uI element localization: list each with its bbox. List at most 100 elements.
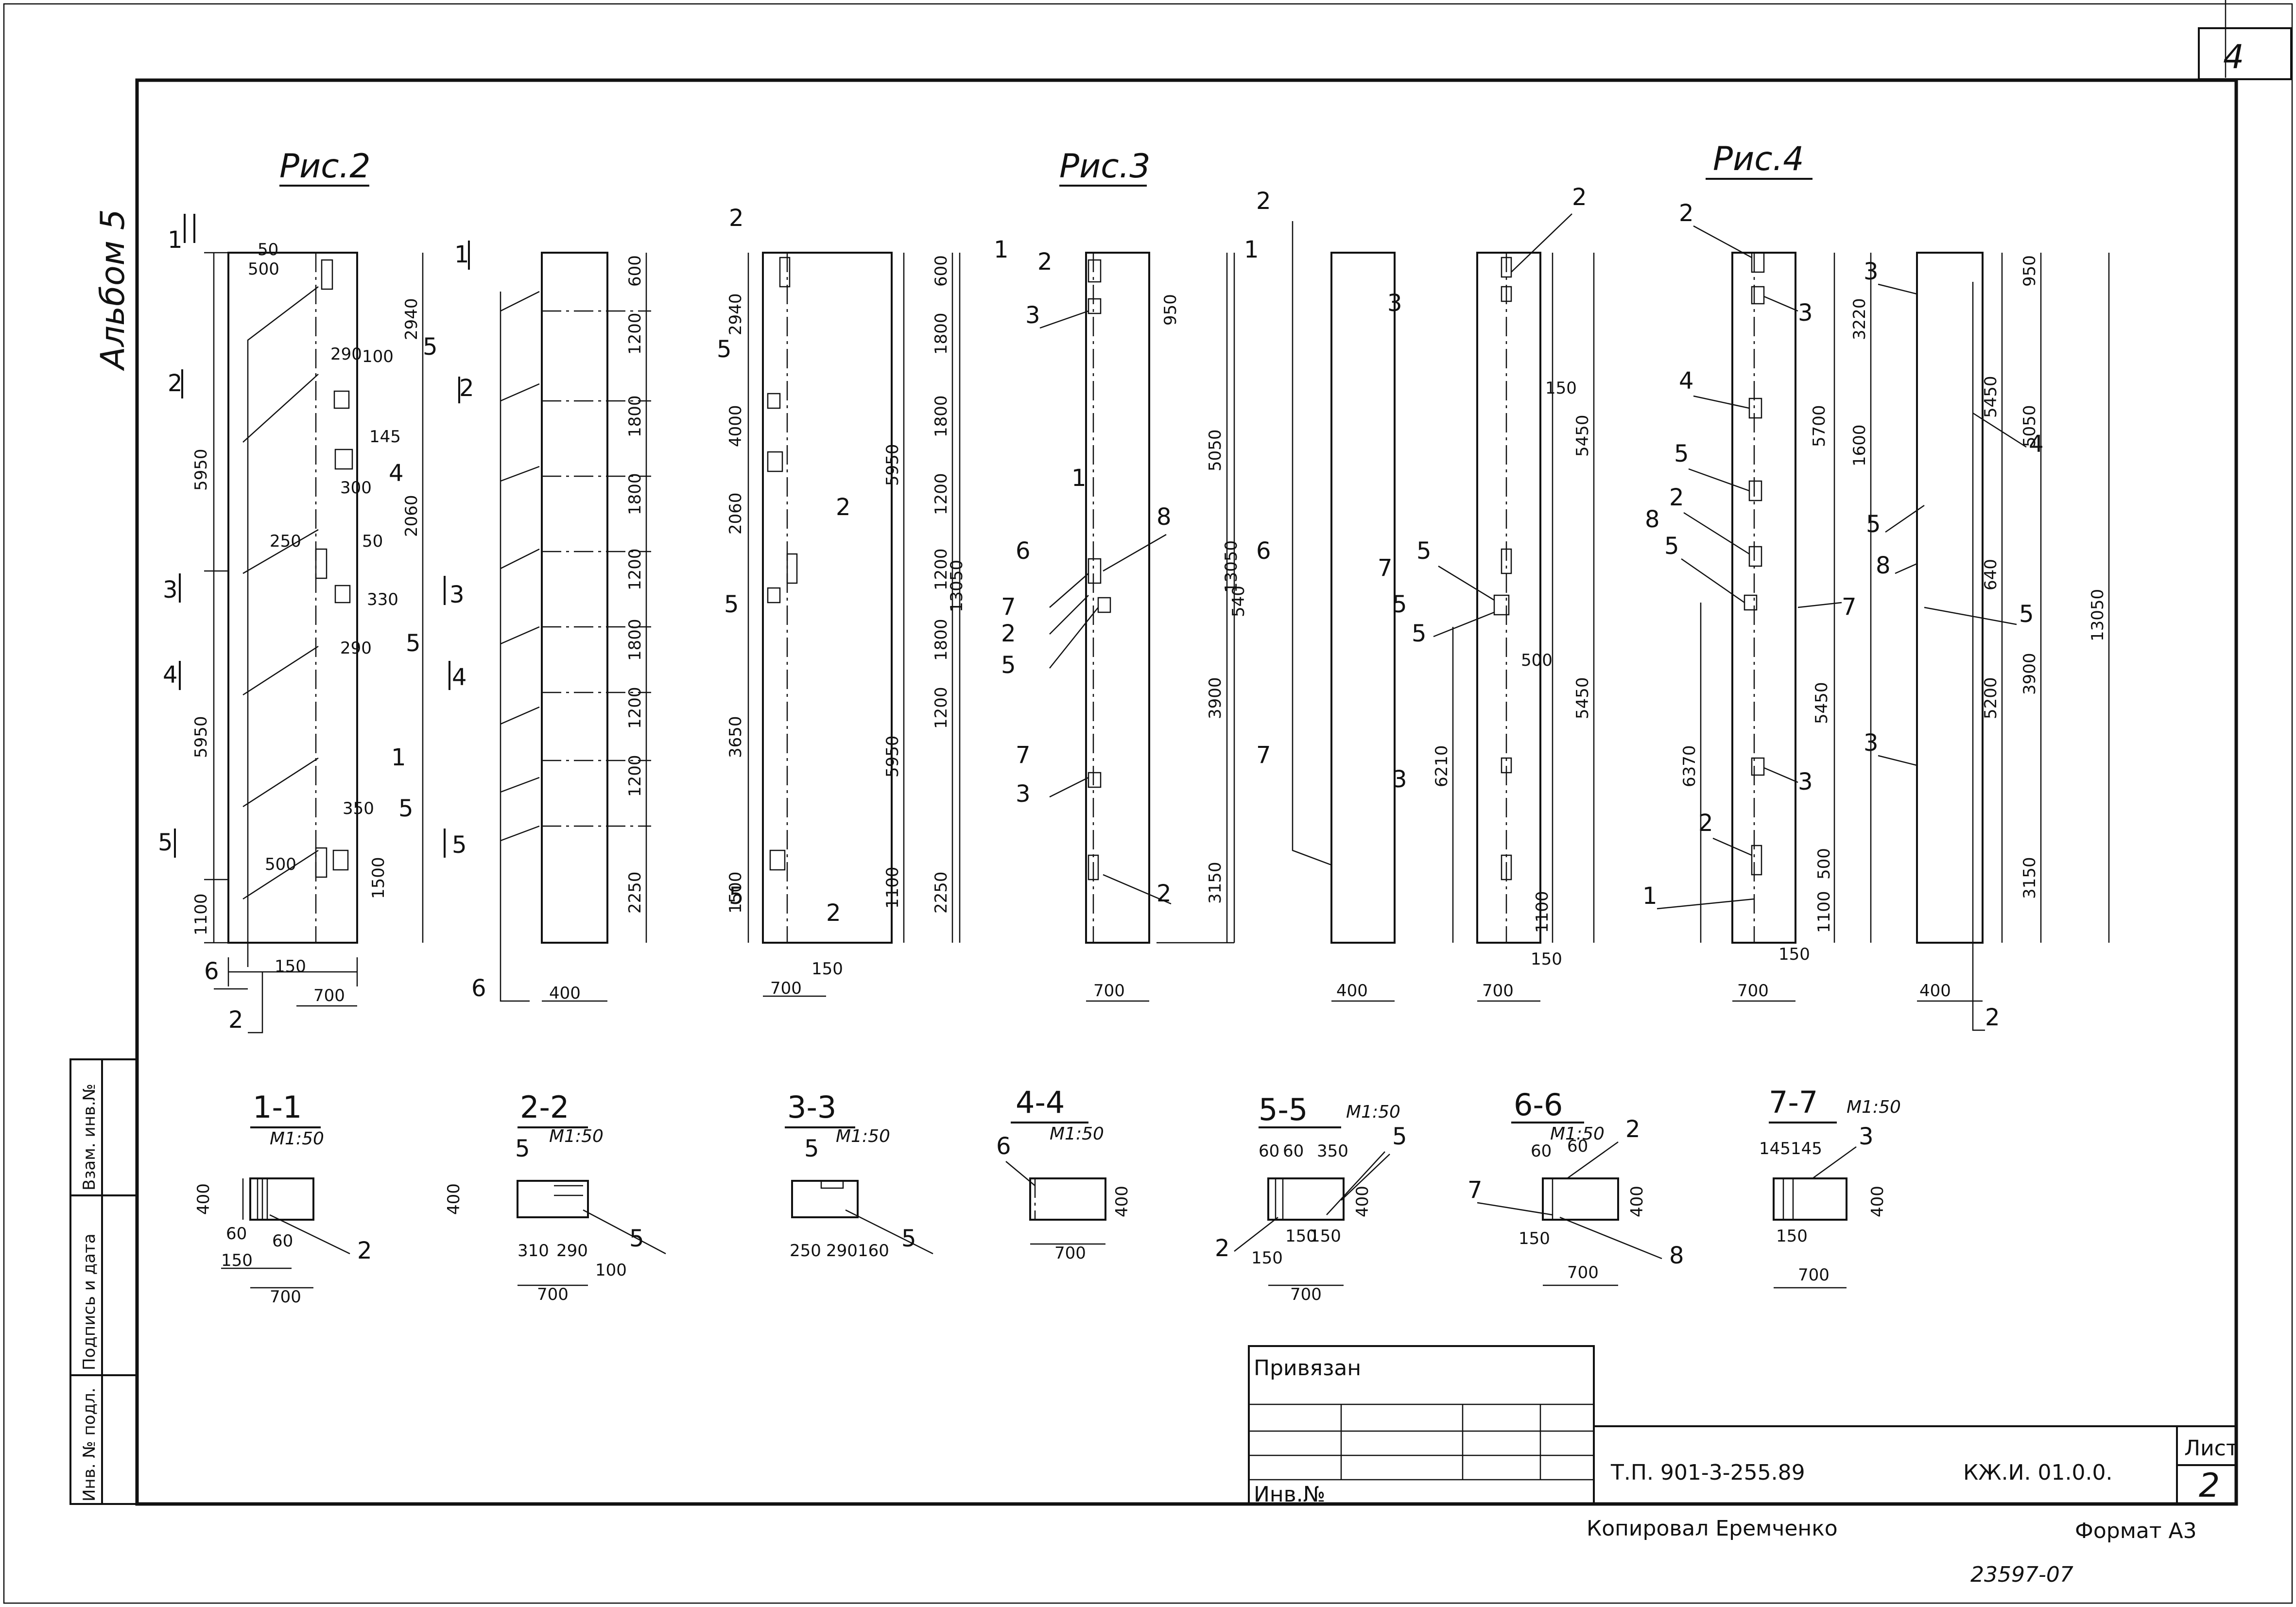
section-4-4-700: 700 bbox=[1054, 1244, 1086, 1263]
fig2-callout-4: 4 bbox=[389, 460, 404, 487]
fig4-elev2-callout-4: 4 bbox=[2029, 431, 2044, 458]
fig2-elev3-seg-1800c: 1800 bbox=[932, 619, 951, 661]
fig3-elev2-callout-3b: 3 bbox=[1392, 766, 1407, 793]
section-3-3-160: 160 bbox=[858, 1241, 889, 1261]
fig3-callout-7: 7 bbox=[1001, 593, 1016, 621]
fig4-callout-3a: 3 bbox=[1798, 299, 1813, 327]
fig2-cut-3-right: 3 bbox=[449, 581, 465, 608]
section-1-1-title: 1-1 bbox=[253, 1089, 302, 1125]
section-2-2-outline bbox=[517, 1180, 589, 1218]
section-1-1-outline bbox=[249, 1177, 314, 1221]
fig4-elev2-13050: 13050 bbox=[2088, 589, 2107, 641]
fig2-elev3-callout-2a: 2 bbox=[729, 205, 744, 232]
fig3-elev2-callout-2: 2 bbox=[1256, 188, 1271, 215]
fig2-callout-6: 6 bbox=[204, 958, 219, 985]
fig4-elev2-callout-5a: 5 bbox=[1866, 511, 1881, 538]
fig4-dim-5700: 5700 bbox=[1810, 405, 1829, 447]
section-3-3-outline bbox=[791, 1180, 859, 1218]
section-1-1-60b: 60 bbox=[272, 1231, 293, 1251]
fig2-elev3-2060: 2060 bbox=[726, 492, 745, 535]
album-label: Альбом 5 bbox=[94, 209, 132, 371]
section-3-3-callout-a: 5 bbox=[804, 1135, 819, 1162]
fig2-elev3-seg-1200c: 1200 bbox=[932, 687, 951, 729]
side-stamp-signature: Подпись и дата bbox=[80, 1233, 99, 1370]
section-1-1-scale: М1:50 bbox=[270, 1129, 324, 1149]
fig3-dim-3900: 3900 bbox=[1206, 677, 1225, 719]
fig2-elev2-callout-6: 6 bbox=[471, 975, 486, 1002]
fig3-elev3-6210: 6210 bbox=[1432, 745, 1451, 787]
fig3-callout-2b: 2 bbox=[1001, 620, 1016, 647]
fig2-dim-5950-top: 5950 bbox=[191, 449, 211, 491]
fig4-elev2-640: 640 bbox=[1981, 559, 2001, 590]
fig3-elev3-1100: 1100 bbox=[1533, 891, 1552, 933]
sheet-label: Лист bbox=[2184, 1436, 2239, 1461]
fig2-elev3-seg-2250: 2250 bbox=[932, 871, 951, 914]
section-2-2: 2-2 М1:50 5 400 310 290 100 700 5 bbox=[444, 1089, 666, 1304]
fig2-seg-1200b: 1200 bbox=[625, 548, 645, 590]
section-3-3: 3-3 М1:50 5 250 290 160 5 bbox=[785, 1089, 933, 1261]
corner-number-box bbox=[2198, 27, 2292, 80]
fig2-callout-5c: 5 bbox=[398, 795, 414, 822]
fig2-detail-500b: 500 bbox=[265, 855, 296, 874]
fig2-callout-5b: 5 bbox=[406, 630, 421, 657]
fig4-dim-1100: 1100 bbox=[1814, 891, 1834, 933]
section-7-7-145a: 145 bbox=[1759, 1139, 1791, 1158]
section-7-7-145b: 145 bbox=[1791, 1139, 1822, 1158]
inv-label: Инв.№ bbox=[1254, 1482, 1325, 1507]
fig3-dim-540: 540 bbox=[1229, 586, 1248, 617]
fig2-elev3-1100: 1100 bbox=[883, 866, 902, 909]
section-2-2-290: 290 bbox=[556, 1241, 588, 1261]
section-5-5-callout-2: 2 bbox=[1215, 1235, 1230, 1262]
fig3-elev3-width-150: 150 bbox=[1531, 950, 1562, 969]
section-1-1: 1-1 М1:50 400 60 60 150 700 2 bbox=[194, 1089, 372, 1307]
figure-2-title: Рис.2 bbox=[279, 147, 370, 186]
section-2-2-callout-a: 5 bbox=[515, 1135, 530, 1162]
fig4-dim-6370: 6370 bbox=[1680, 745, 1699, 787]
section-6-6: 6-6 М1:50 2 60 60 7 400 150 8 700 bbox=[1467, 1087, 1684, 1286]
fig2-callout-5a: 5 bbox=[423, 333, 438, 361]
fig2-cut-4-right: 4 bbox=[452, 664, 467, 691]
fig2-elev3-1500: 1500 bbox=[726, 871, 745, 914]
fig2-elev3-width-700: 700 bbox=[770, 979, 802, 998]
side-stamp-inv-podl: Инв. № подл. bbox=[80, 1387, 99, 1502]
fig2-elev3-5950a: 5950 bbox=[883, 444, 902, 486]
fig3-callout-3b: 3 bbox=[1016, 780, 1031, 808]
section-5-5-150c: 150 bbox=[1251, 1248, 1283, 1268]
fig4-elev2-5050: 5050 bbox=[2020, 405, 2039, 447]
fig4-callout-2b: 2 bbox=[1669, 484, 1684, 511]
section-6-6-150: 150 bbox=[1519, 1229, 1550, 1248]
fig2-elev3-callout-2b: 2 bbox=[836, 494, 851, 521]
section-5-5-700: 700 bbox=[1290, 1285, 1322, 1304]
fig4-callout-2c: 2 bbox=[1698, 810, 1713, 837]
fig2-cut-2-left: 2 bbox=[168, 370, 183, 397]
fig3-elev3-5450b: 5450 bbox=[1573, 677, 1592, 719]
fig2-dim-5950-bottom: 5950 bbox=[191, 716, 211, 758]
section-5-5-scale: М1:50 bbox=[1346, 1102, 1400, 1122]
fig3-elev3-callout-5a: 5 bbox=[1416, 537, 1432, 565]
fig2-cut-4-left: 4 bbox=[163, 661, 178, 689]
fig4-callout-7: 7 bbox=[1842, 593, 1857, 621]
section-7-7: 7-7 М1:50 145 145 3 400 150 700 bbox=[1759, 1085, 1901, 1289]
fig2-cut-3-left: 3 bbox=[163, 576, 178, 604]
fig3-elev2-callout-3a: 3 bbox=[1387, 290, 1402, 317]
fig4-dim-1600: 1600 bbox=[1850, 424, 1869, 467]
fig4-elev2-950: 950 bbox=[2020, 255, 2039, 287]
fig4-elev2-5200: 5200 bbox=[1981, 677, 2001, 719]
fig2-elev3-13050: 13050 bbox=[947, 560, 967, 612]
fig3-elev2-width-400: 400 bbox=[1336, 981, 1368, 1001]
fig4-width-700: 700 bbox=[1737, 981, 1769, 1001]
fig4-callout-3b: 3 bbox=[1798, 768, 1813, 795]
fig2-detail-145a: 145 bbox=[369, 427, 401, 447]
fig2-detail-100: 100 bbox=[362, 347, 394, 366]
fig3-elev2-callout-7: 7 bbox=[1378, 554, 1393, 582]
fig4-callout-5b: 5 bbox=[1664, 533, 1679, 560]
fig3-elev3-callout-5b: 5 bbox=[1412, 620, 1427, 647]
tied-label: Привязан bbox=[1254, 1356, 1361, 1381]
fig3-elev3-callout-2: 2 bbox=[1572, 184, 1587, 211]
section-7-7-150: 150 bbox=[1776, 1227, 1808, 1246]
fig2-width-150: 150 bbox=[275, 957, 306, 976]
section-5-5-150b: 150 bbox=[1310, 1227, 1341, 1246]
fig3-elev3-width-700: 700 bbox=[1482, 981, 1514, 1001]
fig2-elev3-5950b: 5950 bbox=[883, 735, 902, 778]
